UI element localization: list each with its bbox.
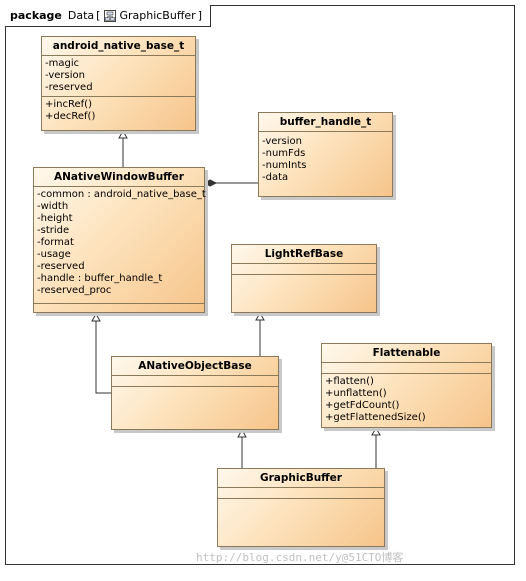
operations-compartment [112,387,278,391]
operation: +flatten() [325,376,374,387]
watermark: http://blog.csdn.net/y@51CTO博客 [196,551,404,564]
attribute: -magic [45,58,80,69]
attribute: -version [262,136,302,147]
operations-compartment: +flatten() +unflatten() +getFdCount() +g… [322,374,491,426]
class-graphicbuffer[interactable]: GraphicBuffer [217,468,385,547]
bracket-close: ] [197,9,202,22]
operation: +getFlattenedSize() [325,412,426,423]
attributes-compartment: -magic -version -reserved [42,56,195,97]
composition-anwb-buffer-handle [204,179,259,187]
attribute: -stride [37,225,70,236]
attribute: -reserved [37,261,85,272]
attribute: -numFds [262,148,306,159]
class-name: LightRefBase [232,245,376,264]
attribute: -height [37,213,73,224]
class-buffer-handle-t[interactable]: buffer_handle_t -version -numFds -numInt… [258,112,393,197]
attribute: -width [37,201,69,212]
operation: +unflatten() [325,388,387,399]
class-anativeobjectbase[interactable]: ANativeObjectBase [111,356,279,430]
attributes-compartment: -common : android_native_base_t -width -… [34,187,206,304]
attribute: -version [45,70,85,81]
operation: +getFdCount() [325,400,400,411]
attribute: -common : android_native_base_t [37,189,206,200]
class-name: GraphicBuffer [218,469,384,488]
operations-compartment [232,275,376,279]
attribute: -format [37,237,74,248]
attribute: -data [262,172,289,183]
attribute: -numInts [262,160,307,171]
package-name: Data [67,9,95,22]
class-diagram-icon [104,9,117,22]
operations-compartment: +incRef() +decRef() [42,97,195,125]
attributes-compartment: -version -numFds -numInts -data [259,132,392,186]
diagram-name: GraphicBuffer [119,9,196,22]
attributes-compartment [218,488,384,499]
generalization-objbase-to-lightref [255,311,265,356]
package-keyword: package [10,9,62,22]
class-flattenable[interactable]: Flattenable +flatten() +unflatten() +get… [321,343,492,428]
class-anativewindowbuffer[interactable]: ANativeWindowBuffer -common : android_na… [33,167,206,313]
attribute: -reserved [45,82,93,93]
class-name: buffer_handle_t [259,113,392,132]
generalization-anwb-to-native-base [118,129,128,168]
attributes-compartment [112,376,278,387]
attributes-compartment [232,264,376,275]
attributes-compartment [322,363,491,374]
bracket-open: [ [96,9,101,22]
class-name: Flattenable [322,344,491,363]
attribute: -usage [37,249,71,260]
generalization-graphicbuffer-to-flattenable [371,426,381,468]
class-name: android_native_base_t [42,37,195,56]
package-frame [5,5,515,565]
class-android-native-base-t[interactable]: android_native_base_t -magic -version -r… [41,36,196,131]
operation: +incRef() [45,99,92,110]
operations-compartment [34,304,204,308]
generalization-objbase-to-anwb [91,312,111,394]
generalization-graphicbuffer-to-objbase [237,428,247,468]
class-name: ANativeObjectBase [112,357,278,376]
package-tab: package Data [ GraphicBuffer ] [5,5,211,27]
attribute: -handle : buffer_handle_t [37,273,163,284]
operations-compartment [218,499,384,503]
class-name: ANativeWindowBuffer [34,168,204,187]
operation: +decRef() [45,111,96,122]
class-lightrefbase[interactable]: LightRefBase [231,244,377,313]
attribute: -reserved_proc [37,285,112,296]
